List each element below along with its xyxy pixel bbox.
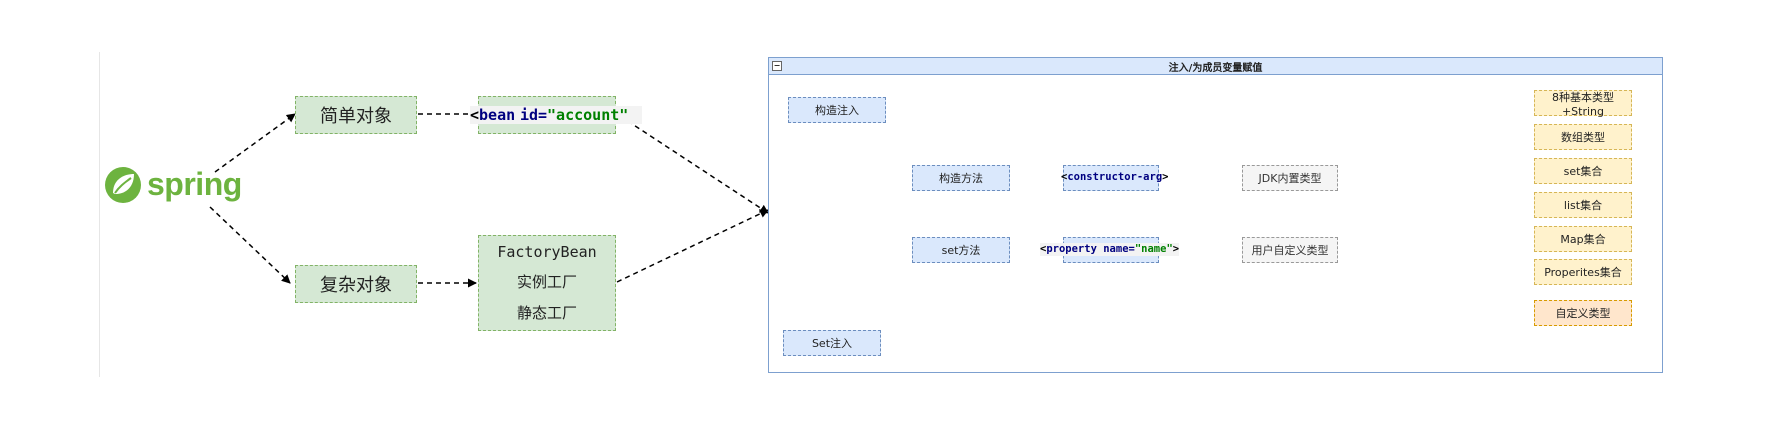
collapse-icon[interactable]: − — [772, 61, 782, 71]
panel-title: 注入/为成员变量赋值 — [1168, 62, 1263, 74]
arrow-spring-complex — [209, 206, 291, 284]
user-type-node: 用户自定义类型 — [1242, 237, 1338, 263]
type-set-node: set集合 — [1534, 158, 1632, 184]
constructor-injection-node: 构造注入 — [788, 97, 886, 123]
property-code: <property name="name"> — [1040, 243, 1180, 256]
arrow-spring-simple — [214, 113, 296, 173]
type-list-node: list集合 — [1534, 192, 1632, 218]
factory-line-2: 实例工厂 — [516, 273, 577, 291]
factory-line-1: FactoryBean — [497, 243, 597, 261]
custom-type-node: 自定义类型 — [1534, 300, 1632, 326]
type-properties-node: Properites集合 — [1534, 259, 1632, 285]
arrow-factory-panel — [616, 209, 769, 283]
left-border — [99, 52, 100, 377]
set-injection-node: Set注入 — [783, 330, 881, 356]
constructor-method-node: 构造方法 — [912, 165, 1010, 191]
constructor-arg-code: <constructor-arg> — [1061, 171, 1169, 183]
type-array-node: 数组类型 — [1534, 124, 1632, 150]
jdk-type-node: JDK内置类型 — [1242, 165, 1338, 191]
factory-node: FactoryBean 实例工厂 静态工厂 — [478, 235, 616, 331]
bean-code: <bean id="account" — [470, 106, 642, 124]
complex-object-node: 复杂对象 — [295, 265, 417, 303]
factory-line-3: 静态工厂 — [516, 304, 577, 322]
type-basic-node: 8种基本类型+String — [1534, 90, 1632, 118]
spring-logo: spring — [100, 164, 250, 206]
constructor-arg-node — [1063, 165, 1159, 191]
simple-object-node: 简单对象 — [295, 96, 417, 134]
spring-logo-text: spring — [147, 166, 242, 202]
type-map-node: Map集合 — [1534, 226, 1632, 252]
set-method-node: set方法 — [912, 237, 1010, 263]
panel-header: − 注入/为成员变量赋值 — [769, 58, 1662, 75]
injection-panel: − 注入/为成员变量赋值 — [768, 57, 1663, 373]
spring-leaf-icon — [105, 167, 141, 203]
arrow-bean-panel — [619, 115, 769, 214]
